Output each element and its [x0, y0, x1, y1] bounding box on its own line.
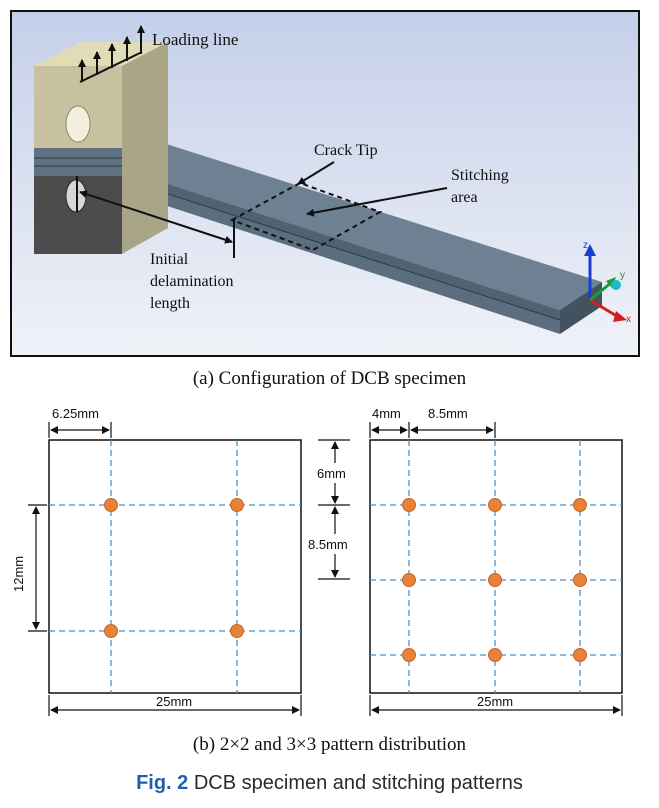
stitch-point: [573, 648, 587, 662]
stitch-point: [488, 573, 502, 587]
crack-tip-arrow: [297, 161, 335, 185]
figure-title: DCB specimen and stitching patterns: [193, 772, 523, 794]
2x2-specimen-outline: [48, 439, 302, 694]
stitch-point: [230, 498, 244, 512]
stitching-area-label-1: Stitching: [451, 167, 509, 184]
panel-a-specimen-diagram: Loading line Crack Tip Stitching area In…: [10, 10, 640, 357]
stitch-point: [104, 498, 118, 512]
loading-line-label: Loading line: [152, 30, 238, 49]
initial-delam-label-3: length: [150, 295, 190, 312]
middle-lower-dim-label: 8.5mm: [308, 537, 348, 552]
stitch-point: [402, 648, 416, 662]
coordinate-triad: z y x: [583, 240, 631, 325]
panel-b-2x2-pattern: 6.25mm 12mm 25mm: [11, 406, 302, 716]
2x2-side-dimension: [28, 504, 47, 632]
2x2-bottom-dim-label: 25mm: [156, 694, 192, 709]
figure-label: Fig. 2: [136, 772, 189, 794]
stitch-point: [573, 573, 587, 587]
stitching-area-label-2: area: [451, 189, 478, 206]
initial-delam-label-2: delamination: [150, 273, 234, 290]
crack-tip-label: Crack Tip: [314, 142, 378, 159]
triad-y-label: y: [620, 270, 625, 281]
stitching-area-outline: [229, 181, 383, 252]
2x2-bottom-dimension: [48, 695, 302, 716]
stitch-point: [488, 498, 502, 512]
panel-a-caption: (a) Configuration of DCB specimen: [192, 368, 467, 389]
stitch-point: [104, 624, 118, 638]
stitching-area-arrow: [306, 187, 448, 217]
middle-upper-dim-label: 6mm: [317, 466, 346, 481]
2x2-top-dimension: [48, 422, 112, 438]
2x2-guide-lines: [49, 440, 301, 693]
initial-delamination-dimension: [76, 176, 235, 258]
2x2-side-dim-label: 12mm: [11, 556, 26, 592]
3x3-specimen-outline: [369, 439, 623, 694]
initial-delam-label-1: Initial: [150, 251, 189, 268]
stitch-point: [230, 624, 244, 638]
loading-block: [34, 42, 168, 254]
3x3-top-dim-b-label: 8.5mm: [428, 406, 468, 421]
triad-z-label: z: [583, 240, 588, 251]
figure-caption: Fig. 2 DCB specimen and stitching patter…: [0, 772, 659, 795]
stitch-point: [488, 648, 502, 662]
loading-line-arrows: [78, 25, 145, 83]
panel-b-3x3-pattern: 4mm 8.5mm 25mm: [369, 406, 623, 716]
stitch-point: [402, 573, 416, 587]
3x3-bottom-dimension: [369, 695, 623, 716]
stitch-point: [402, 498, 416, 512]
pin-hole-upper: [65, 105, 91, 143]
2x2-top-dim-label: 6.25mm: [52, 406, 99, 421]
3x3-top-dim-a-label: 4mm: [372, 406, 401, 421]
3x3-top-dimensions: [369, 422, 496, 438]
panel-b-vertical-dimensions: 6mm 8.5mm: [306, 439, 358, 580]
panel-b-caption: (b) 2×2 and 3×3 pattern distribution: [192, 734, 467, 755]
stitch-point: [573, 498, 587, 512]
3x3-bottom-dim-label: 25mm: [477, 694, 513, 709]
triad-x-label: x: [626, 314, 631, 325]
